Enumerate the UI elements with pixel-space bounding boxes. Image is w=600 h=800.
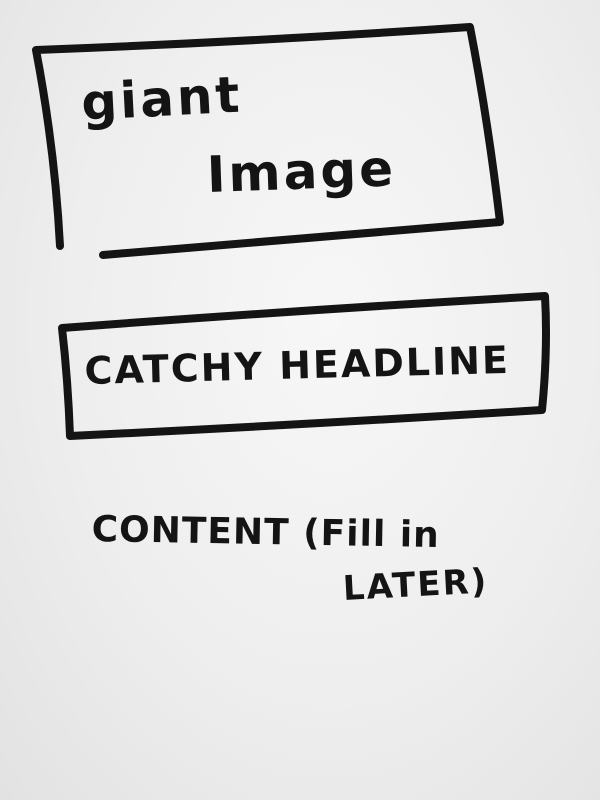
- image-placeholder-label-line2: Image: [205, 139, 397, 204]
- headline-box-outline: [58, 292, 550, 440]
- image-box-outline: [32, 23, 504, 259]
- content-placeholder-line1: CONTENT (Fill in: [91, 509, 441, 557]
- content-placeholder-line2: LATER): [341, 561, 490, 609]
- image-placeholder-label-line1: giant: [79, 65, 244, 132]
- headline-placeholder-text: CATCHY HEADLINE: [83, 337, 511, 393]
